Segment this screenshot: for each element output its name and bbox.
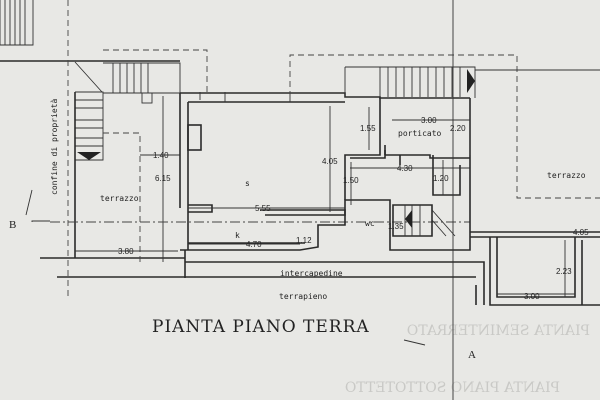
property-line-label: confine di proprietà	[50, 98, 59, 195]
dim-label: 1.50	[343, 176, 359, 185]
room-label-kitchen: k	[235, 231, 240, 240]
main-building	[179, 92, 471, 251]
room-label-living: s	[245, 179, 250, 188]
right-lower-room	[470, 231, 600, 306]
cavity-label: intercapedine	[280, 269, 343, 278]
dim-label: 5.55	[255, 204, 271, 213]
terrace-right-label: terrazzo	[547, 171, 586, 180]
drawing-title: PIANTA PIANO TERRA	[152, 317, 370, 337]
section-a-label: A	[468, 349, 476, 361]
dim-label: 1.40	[153, 151, 169, 160]
room-label-wc: wc	[365, 219, 375, 228]
embankment-label: terrapieno	[279, 292, 327, 301]
dim-label: 3.00	[524, 292, 540, 301]
dim-label: 1.35	[388, 222, 404, 231]
porch-stair	[289, 0, 600, 400]
dim-label: 4.05	[322, 157, 338, 166]
terrace-left-label: terrazzo	[100, 194, 139, 203]
dim-label: 2.23	[556, 267, 572, 276]
stair-arrow-icon	[405, 210, 412, 228]
section-b-label: B	[9, 219, 16, 231]
dim-label: 2.20	[450, 124, 466, 133]
room-label-porch: porticato	[398, 129, 442, 138]
section-b-marker: B	[9, 189, 470, 231]
dim-label: 4.70	[246, 240, 262, 249]
top-left-stair	[0, 0, 180, 62]
dim-label: 4.05	[573, 228, 589, 237]
ghost-text: PIANTA PIANO SOTTOTETTO	[345, 380, 560, 396]
ghost-text: PIANTA SEMINTERRATO	[407, 323, 590, 339]
dim-label: 1.12	[296, 236, 312, 245]
dim-label: 1.20	[433, 174, 449, 183]
dim-label: 3.00	[421, 116, 437, 125]
stair-arrow-icon	[467, 69, 475, 93]
left-stair	[74, 49, 208, 161]
dim-label: 1.55	[360, 124, 376, 133]
stair-arrow-icon	[77, 152, 101, 160]
dim-label: 3.80	[118, 247, 134, 256]
section-a-marker	[403, 339, 426, 346]
dim-label: 4.30	[397, 164, 413, 173]
dim-label: 6.15	[155, 174, 171, 183]
